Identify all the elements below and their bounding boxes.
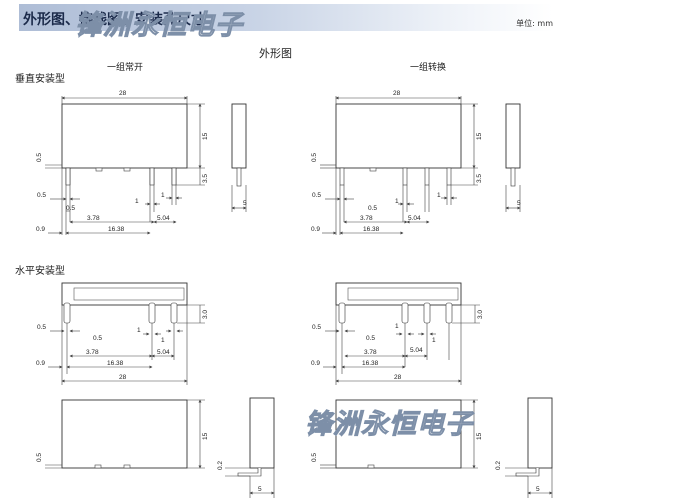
dim-1-h: 1: [432, 337, 436, 344]
unit-label: 单位: mm: [516, 19, 553, 28]
dim-3.5-b: 3.5: [476, 174, 483, 183]
dim-28-a: 28: [119, 90, 127, 97]
dim-0.5-side-a: 0.5: [36, 153, 43, 162]
dim-3.78-b: 3.78: [360, 215, 373, 222]
dim-1-g: 1: [395, 323, 399, 330]
vertical-no-drawing: [45, 96, 247, 235]
dim-16.38-c: 16.38: [107, 360, 124, 367]
bottom-left-drawing: [45, 397, 275, 498]
dim-0.9-b: 0.9: [311, 226, 320, 233]
dim-1-b: 1: [161, 192, 165, 199]
dim-28-b: 28: [393, 90, 401, 97]
dim-15-d: 15: [476, 432, 483, 440]
dim-0.5-f: 0.5: [93, 335, 102, 342]
dim-5-c: 5: [258, 486, 262, 493]
dim-5.04-b: 5.04: [408, 215, 421, 222]
dim-16.38-a: 16.38: [108, 226, 125, 233]
dim-5-d: 5: [536, 486, 540, 493]
dim-15-c: 15: [202, 432, 209, 440]
watermark-bottom: 锋洲永恒电子: [305, 409, 473, 441]
dim-3.0-b: 3.0: [477, 310, 484, 319]
dim-3.78-a: 3.78: [87, 215, 100, 222]
dim-16.38-d: 16.38: [362, 360, 379, 367]
main-title: 外形图: [259, 47, 292, 60]
dim-0.5-g: 0.5: [312, 324, 321, 331]
dim-1-a: 1: [135, 198, 139, 205]
column-label-no: 一组常开: [107, 63, 144, 73]
dim-3.78-d: 3.78: [364, 349, 377, 356]
section-title-vertical: 垂直安装型: [15, 74, 65, 85]
dim-0.5-a: 0.5: [37, 192, 46, 199]
dim-5-a: 5: [243, 200, 247, 207]
column-label-co: 一组转换: [410, 63, 447, 73]
dim-0.9-c: 0.9: [36, 360, 45, 367]
dim-1-e: 1: [137, 327, 141, 334]
header-title: 外形图、接线图、安装孔尺寸: [23, 12, 205, 28]
dim-16.38-b: 16.38: [363, 226, 380, 233]
dim-0.5-side-d: 0.5: [311, 453, 318, 462]
dim-0.5-d: 0.5: [368, 205, 377, 212]
dim-1-c: 1: [395, 198, 399, 205]
dim-3.0-a: 3.0: [202, 310, 209, 319]
dim-0.5-e: 0.5: [37, 324, 46, 331]
dim-0.5-side-c: 0.5: [36, 453, 43, 462]
dim-0.5-c: 0.5: [312, 192, 321, 199]
dim-0.5-h: 0.5: [366, 335, 375, 342]
bottom-right-drawing: [320, 397, 553, 498]
dim-0.2-b: 0.2: [495, 461, 502, 470]
dim-5.04-a: 5.04: [157, 215, 170, 222]
section-title-horizontal: 水平安装型: [15, 266, 65, 277]
dim-28-c: 28: [119, 374, 127, 381]
dim-0.5-side-b: 0.5: [311, 153, 318, 162]
dim-1-d: 1: [437, 192, 441, 199]
dim-28-d: 28: [394, 374, 402, 381]
dim-5-b: 5: [517, 200, 521, 207]
dim-5.04-c: 5.04: [157, 349, 170, 356]
dim-15-a: 15: [202, 132, 209, 140]
dim-1-f: 1: [161, 337, 165, 344]
dim-3.5-a: 3.5: [202, 174, 209, 183]
header-bar: 外形图、接线图、安装孔尺寸 单位: mm: [19, 4, 553, 31]
horizontal-co-drawing: [323, 282, 480, 385]
dim-0.5-b: 0.5: [66, 205, 75, 212]
horizontal-no-drawing: [48, 282, 205, 385]
dim-0.2-a: 0.2: [217, 461, 224, 470]
dim-0.9-d: 0.9: [311, 360, 320, 367]
dim-3.78-c: 3.78: [86, 349, 99, 356]
dim-0.9-a: 0.9: [36, 226, 45, 233]
dim-15-b: 15: [476, 132, 483, 140]
dim-5.04-d: 5.04: [410, 347, 423, 354]
vertical-co-drawing: [320, 96, 521, 235]
watermark-top: 锋洲永恒电子: [75, 10, 243, 42]
